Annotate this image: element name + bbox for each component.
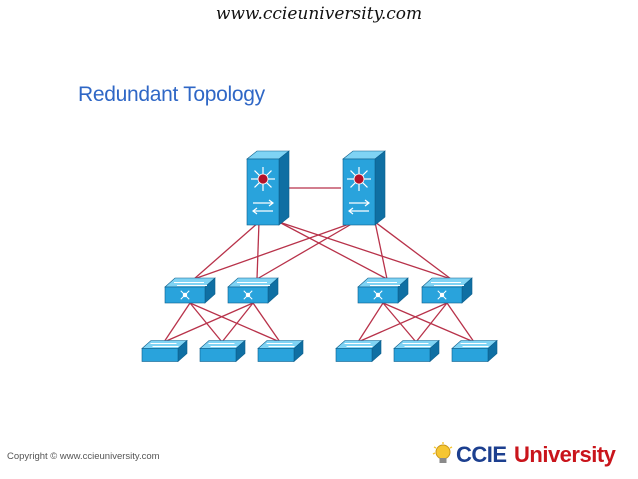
distribution-switch-3 bbox=[357, 277, 409, 304]
access-switch-5 bbox=[393, 339, 440, 363]
link-dist-4-access-5 bbox=[415, 302, 448, 343]
distribution-switch-4 bbox=[421, 277, 473, 304]
distribution-switch-1 bbox=[164, 277, 216, 304]
distribution-switch-2 bbox=[227, 277, 279, 304]
link-core-2-dist-3 bbox=[374, 221, 388, 280]
link-dist-1-access-2 bbox=[189, 302, 223, 343]
logo-text-university: University bbox=[514, 442, 616, 467]
link-dist-3-access-4 bbox=[357, 302, 384, 343]
link-dist-1-access-1 bbox=[163, 302, 191, 343]
access-switch-1 bbox=[141, 339, 188, 363]
link-core-2-dist-4 bbox=[374, 221, 452, 280]
link-core-1-dist-1 bbox=[193, 221, 260, 280]
link-core-1-dist-3 bbox=[278, 221, 388, 280]
link-core-2-dist-2 bbox=[256, 221, 356, 280]
link-dist-2-access-3 bbox=[252, 302, 281, 343]
link-dist-4-access-4 bbox=[357, 302, 448, 343]
link-dist-2-access-1 bbox=[163, 302, 254, 343]
lightbulb-icon bbox=[432, 442, 453, 463]
slide-title: Redundant Topology bbox=[78, 83, 265, 106]
ccie-university-logo: CCIE University bbox=[432, 441, 632, 471]
link-dist-3-access-6 bbox=[382, 302, 475, 343]
link-core-1-dist-4 bbox=[278, 221, 452, 280]
access-switch-6 bbox=[451, 339, 498, 363]
link-core-2-dist-1 bbox=[193, 221, 356, 280]
link-dist-4-access-6 bbox=[446, 302, 475, 343]
core-switch-1 bbox=[246, 150, 290, 226]
links-layer bbox=[163, 187, 475, 343]
access-switch-2 bbox=[199, 339, 246, 363]
logo-text-ccie: CCIE bbox=[456, 442, 507, 467]
link-dist-2-access-2 bbox=[221, 302, 254, 343]
devices-layer bbox=[141, 150, 498, 363]
access-switch-3 bbox=[257, 339, 304, 363]
copyright-text: Copyright © www.ccieuniversity.com bbox=[7, 451, 160, 462]
link-core-1-dist-2 bbox=[256, 221, 260, 280]
site-url: www.ccieuniversity.com bbox=[215, 4, 423, 24]
access-switch-4 bbox=[335, 339, 382, 363]
core-switch-2 bbox=[342, 150, 386, 226]
link-dist-1-access-3 bbox=[189, 302, 281, 343]
link-dist-3-access-5 bbox=[382, 302, 417, 343]
